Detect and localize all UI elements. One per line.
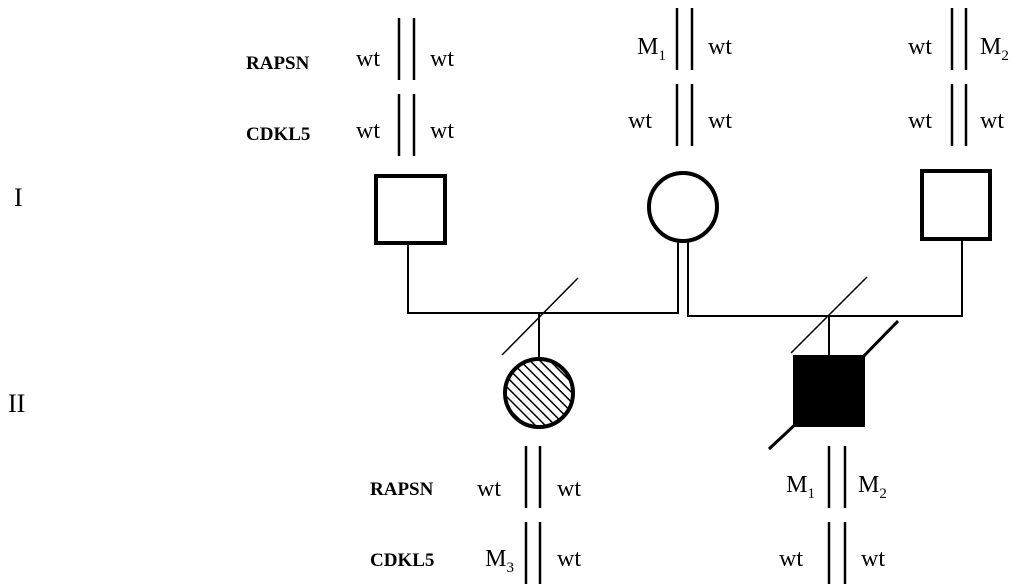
allele-father2-cdkl5-right: wt (980, 108, 1004, 134)
individual-i3-male (920, 169, 992, 241)
generation-label-i: I (14, 183, 23, 212)
allele-daughter-rapsn-right: wt (557, 476, 581, 502)
allele-father1-cdkl5-right: wt (430, 118, 454, 144)
genotype-mother: M1 wt wt wt (628, 8, 732, 146)
individual-ii2-male-affected (793, 355, 865, 427)
allele-son-cdkl5-left: wt (779, 546, 803, 572)
allele-mother-cdkl5-right: wt (708, 108, 732, 134)
allele-father2-rapsn-left: wt (908, 34, 932, 60)
genotype-daughter: wt wt M3 wt (477, 446, 581, 584)
allele-daughter-cdkl5-right: wt (557, 546, 581, 572)
allele-father1-rapsn-left: wt (356, 46, 380, 72)
allele-daughter-rapsn-left: wt (477, 476, 501, 502)
allele-father2-rapsn-right: M2 (980, 34, 1009, 64)
individual-i1-male (374, 174, 447, 245)
gene-label-rapsn-gen1: RAPSN (246, 53, 310, 74)
allele-father2-cdkl5-left: wt (908, 108, 932, 134)
separation-slash-right (790, 276, 868, 354)
genotype-father1: wt wt wt wt (356, 18, 454, 156)
allele-daughter-cdkl5-left: M3 (485, 546, 514, 576)
proband-arrow-top (858, 319, 900, 362)
genotype-son: M1 M2 wt wt (779, 446, 887, 584)
allele-mother-rapsn-left: M1 (637, 34, 666, 64)
allele-father1-rapsn-right: wt (430, 46, 454, 72)
allele-mother-rapsn-right: wt (708, 34, 732, 60)
allele-son-rapsn-left: M1 (786, 472, 815, 502)
mating-line-i2-i3 (687, 240, 963, 354)
gene-label-cdkl5-gen2: CDKL5 (370, 550, 434, 571)
allele-son-rapsn-right: M2 (858, 472, 887, 502)
allele-father1-cdkl5-left: wt (356, 118, 380, 144)
individual-i2-female (647, 171, 719, 243)
allele-mother-cdkl5-left: wt (628, 108, 652, 134)
gene-label-cdkl5-gen1: CDKL5 (246, 124, 310, 145)
allele-son-cdkl5-right: wt (861, 546, 885, 572)
generation-label-ii: II (8, 389, 25, 418)
genotype-father2: wt M2 wt wt (908, 8, 1009, 146)
mating-line-i1-i2 (407, 241, 679, 356)
proband-arrow-bottom (767, 418, 802, 451)
individual-ii1-female-carrier (503, 357, 575, 429)
gene-label-rapsn-gen2: RAPSN (370, 479, 434, 500)
